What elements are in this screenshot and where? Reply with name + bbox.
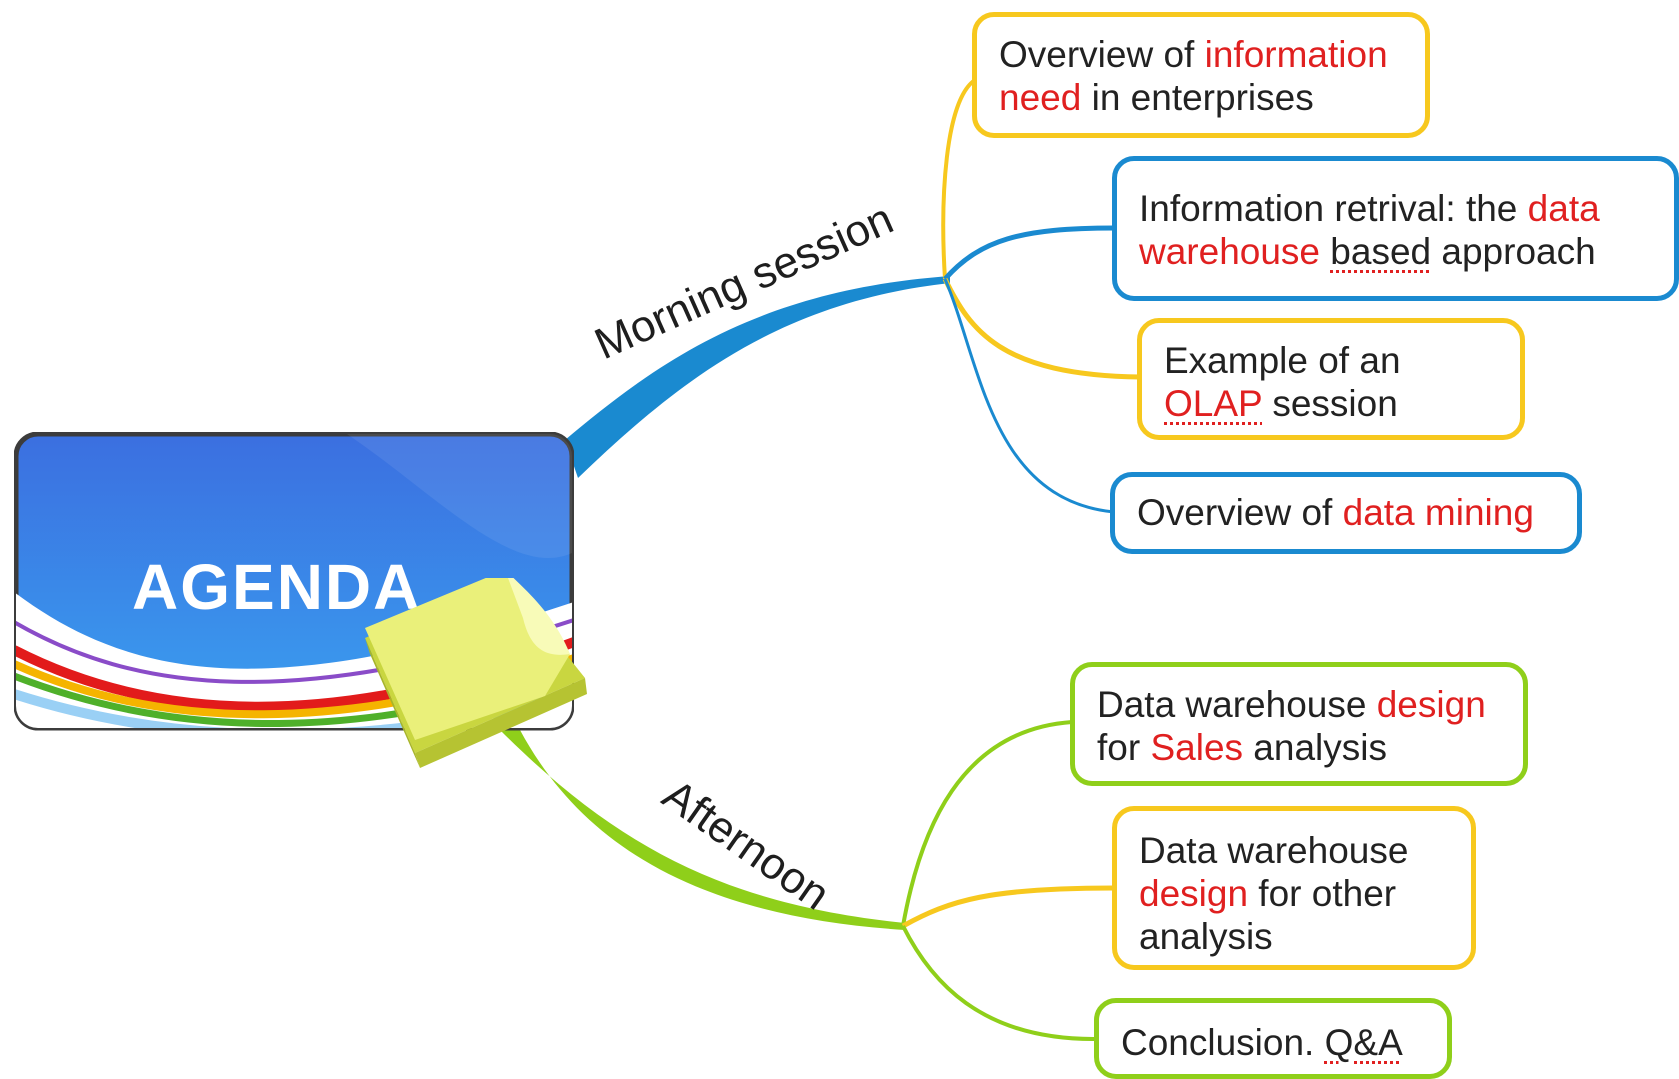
connector-morning-4 bbox=[943, 278, 1115, 514]
topic-conclusion-qa[interactable]: Conclusion. Q&A bbox=[1094, 998, 1452, 1079]
topic-text-segment: Data warehouse bbox=[1097, 684, 1377, 725]
topic-information-need[interactable]: Overview of information need in enterpri… bbox=[972, 12, 1430, 138]
topic-text-segment: OLAP bbox=[1164, 383, 1263, 424]
topic-text-segment: based bbox=[1330, 231, 1432, 272]
topic-data-mining[interactable]: Overview of data mining bbox=[1110, 472, 1582, 554]
topic-other-design[interactable]: Data warehouse design for other analysis bbox=[1112, 806, 1476, 970]
topic-text-segment bbox=[1320, 231, 1330, 272]
connector-morning-1 bbox=[941, 78, 977, 280]
topic-text-segment: for other analysis bbox=[1139, 873, 1397, 957]
connector-afternoon-1 bbox=[901, 720, 1073, 927]
topic-text-segment: information bbox=[1204, 34, 1388, 75]
connector-afternoon-3 bbox=[901, 925, 1097, 1042]
sticky-note-icon bbox=[365, 578, 587, 768]
connector-morning-2 bbox=[943, 225, 1116, 281]
topic-text-segment: Conclusion. bbox=[1121, 1022, 1325, 1063]
topic-text-segment: Data warehouse bbox=[1139, 830, 1409, 871]
topic-text-segment: Overview of bbox=[999, 34, 1205, 75]
topic-text-segment: approach bbox=[1431, 231, 1596, 272]
topic-information-retrival[interactable]: Information retrival: the data warehouse… bbox=[1112, 156, 1679, 301]
topic-text-segment: analysis bbox=[1243, 727, 1387, 768]
topic-text-segment: Information retrival: the bbox=[1139, 188, 1528, 229]
topic-text-segment: Overview of bbox=[1137, 492, 1343, 533]
topic-text-segment: design bbox=[1376, 684, 1486, 725]
central-topic-title: AGENDA bbox=[132, 551, 422, 623]
topic-sales-design[interactable]: Data warehouse design for Sales analysis bbox=[1070, 662, 1528, 786]
topic-text-segment: need bbox=[999, 77, 1082, 118]
connector-afternoon-2 bbox=[901, 885, 1115, 929]
connector-morning-3 bbox=[942, 277, 1141, 380]
topic-olap-session[interactable]: Example of an OLAP session bbox=[1137, 318, 1525, 440]
topic-text-segment: Example of an bbox=[1164, 340, 1401, 381]
topic-text-segment: for bbox=[1097, 727, 1151, 768]
topic-text-segment: Q&A bbox=[1324, 1022, 1403, 1063]
topic-text-segment: design bbox=[1139, 873, 1249, 914]
topic-text-segment: in enterprises bbox=[1081, 77, 1314, 118]
morning-branch bbox=[565, 276, 950, 478]
topic-text-segment: data warehouse bbox=[1139, 188, 1600, 272]
topic-text-segment: session bbox=[1262, 383, 1398, 424]
topic-text-segment: Sales bbox=[1150, 727, 1244, 768]
topic-text-segment: data mining bbox=[1342, 492, 1534, 533]
